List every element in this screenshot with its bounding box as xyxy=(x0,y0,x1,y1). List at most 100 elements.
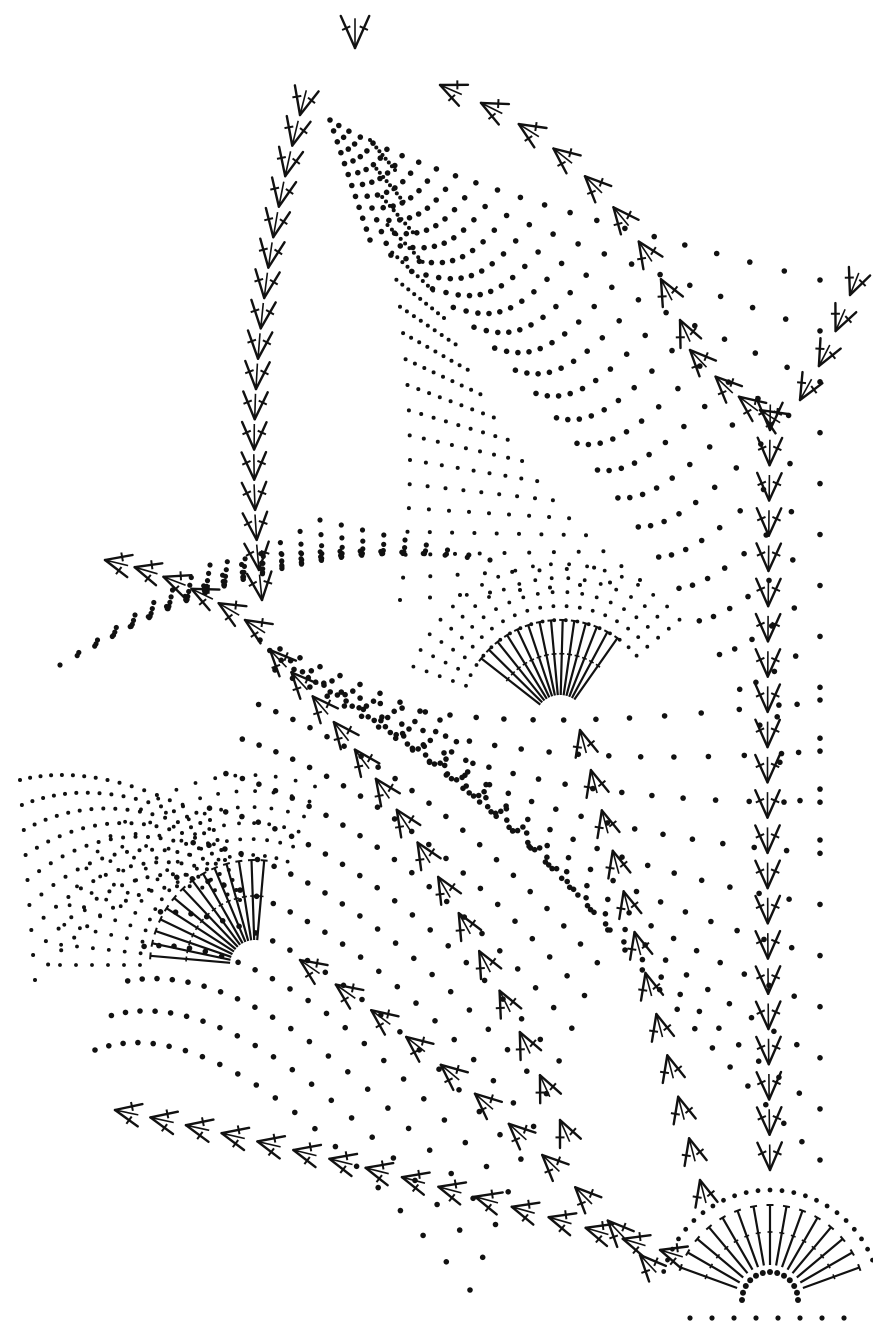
chain-dot xyxy=(198,821,202,825)
chain-dot xyxy=(357,873,363,879)
chain-dot xyxy=(350,688,356,694)
chain-dot xyxy=(438,674,442,678)
chain-dot xyxy=(558,365,564,371)
chain-dot xyxy=(745,1083,751,1089)
chain-dot xyxy=(427,1147,433,1153)
chain-dot xyxy=(96,850,100,854)
chain-dot xyxy=(408,246,412,250)
chain-dot xyxy=(458,593,462,597)
chain-dot xyxy=(591,304,597,310)
chain-dot xyxy=(378,549,383,554)
chain-dot xyxy=(591,910,597,916)
chain-dot xyxy=(576,319,582,325)
chain-dot xyxy=(475,310,481,316)
chain-dot xyxy=(483,795,489,801)
chain-dot xyxy=(329,678,335,684)
chain-dot xyxy=(588,867,594,873)
chain-dot xyxy=(362,1041,368,1047)
chain-dot xyxy=(101,807,105,811)
v-stitch-arrow xyxy=(247,572,272,601)
chain-dot xyxy=(317,664,323,670)
chain-dot xyxy=(552,604,556,608)
chain-dot xyxy=(443,553,448,558)
chain-dot xyxy=(139,951,143,955)
chain-dot xyxy=(711,614,717,620)
chain-dot xyxy=(300,669,306,675)
chain-dot xyxy=(605,897,611,903)
chain-dot xyxy=(609,285,615,291)
chain-dot xyxy=(727,1064,733,1070)
chain-dot xyxy=(566,855,572,861)
chain-dot xyxy=(359,714,365,720)
chain-dot xyxy=(256,781,262,787)
chain-dot xyxy=(578,606,582,610)
chain-dot xyxy=(682,242,688,248)
chain-dot xyxy=(340,862,346,868)
chain-dot xyxy=(353,194,359,200)
chain-dot xyxy=(562,533,566,537)
chain-dot xyxy=(513,569,517,573)
chain-dot xyxy=(27,903,31,907)
chain-dot xyxy=(459,403,463,407)
chain-dot xyxy=(423,272,429,278)
chain-dot xyxy=(349,1115,355,1121)
chain-dot xyxy=(506,791,512,797)
chain-dot xyxy=(636,583,640,587)
chain-dot xyxy=(492,743,498,749)
chain-dot xyxy=(240,853,244,857)
chain-dot xyxy=(134,878,138,882)
chain-dot xyxy=(629,261,635,267)
v-stitch-arrow xyxy=(512,1200,540,1225)
chain-dot xyxy=(278,841,282,845)
chain-dot xyxy=(471,324,477,330)
chain-dot xyxy=(426,800,432,806)
v-stitch-arrow xyxy=(549,1210,577,1235)
chain-dot xyxy=(86,791,90,795)
v-stitch-arrow xyxy=(584,770,609,798)
chain-dot xyxy=(270,807,274,811)
chain-dot xyxy=(449,749,455,755)
chain-dot xyxy=(751,845,757,851)
chain-dot xyxy=(470,248,476,254)
chain-dot xyxy=(364,193,370,199)
chain-dot xyxy=(400,731,406,737)
v-stitch-arrow xyxy=(456,913,481,941)
chain-dot xyxy=(427,391,431,395)
chain-dot xyxy=(270,1014,276,1020)
v-stitch-arrow xyxy=(248,331,273,359)
chain-dot xyxy=(481,411,485,415)
chain-dot xyxy=(646,625,650,629)
chain-dot xyxy=(85,924,89,928)
chain-dot xyxy=(399,705,405,711)
chain-dot xyxy=(456,573,460,577)
chain-dot xyxy=(131,618,136,623)
chain-dot xyxy=(449,776,455,782)
chain-dot xyxy=(132,612,137,617)
chain-dot xyxy=(504,349,510,355)
chain-dot xyxy=(427,760,433,766)
chain-dot xyxy=(172,825,176,829)
chain-dot xyxy=(471,1057,477,1063)
chain-dot xyxy=(203,812,207,816)
chain-dot xyxy=(645,645,649,649)
chain-dot xyxy=(112,883,116,887)
chain-dot xyxy=(470,407,474,411)
chain-dot xyxy=(433,729,439,735)
chain-dot xyxy=(547,515,551,519)
chain-dot xyxy=(565,417,571,423)
chain-dot xyxy=(134,832,138,836)
chain-dot xyxy=(741,551,747,557)
chain-dot xyxy=(89,807,93,811)
chain-dot xyxy=(297,830,301,834)
chain-dot xyxy=(506,329,512,335)
chain-dot xyxy=(430,306,434,310)
chain-dot xyxy=(184,1014,190,1020)
v-stitch-arrow xyxy=(756,966,780,994)
chain-dot xyxy=(452,207,458,213)
chain-dot xyxy=(463,1140,469,1146)
chain-dot xyxy=(493,434,497,438)
chain-dot xyxy=(424,227,430,233)
chain-dot xyxy=(663,957,669,963)
